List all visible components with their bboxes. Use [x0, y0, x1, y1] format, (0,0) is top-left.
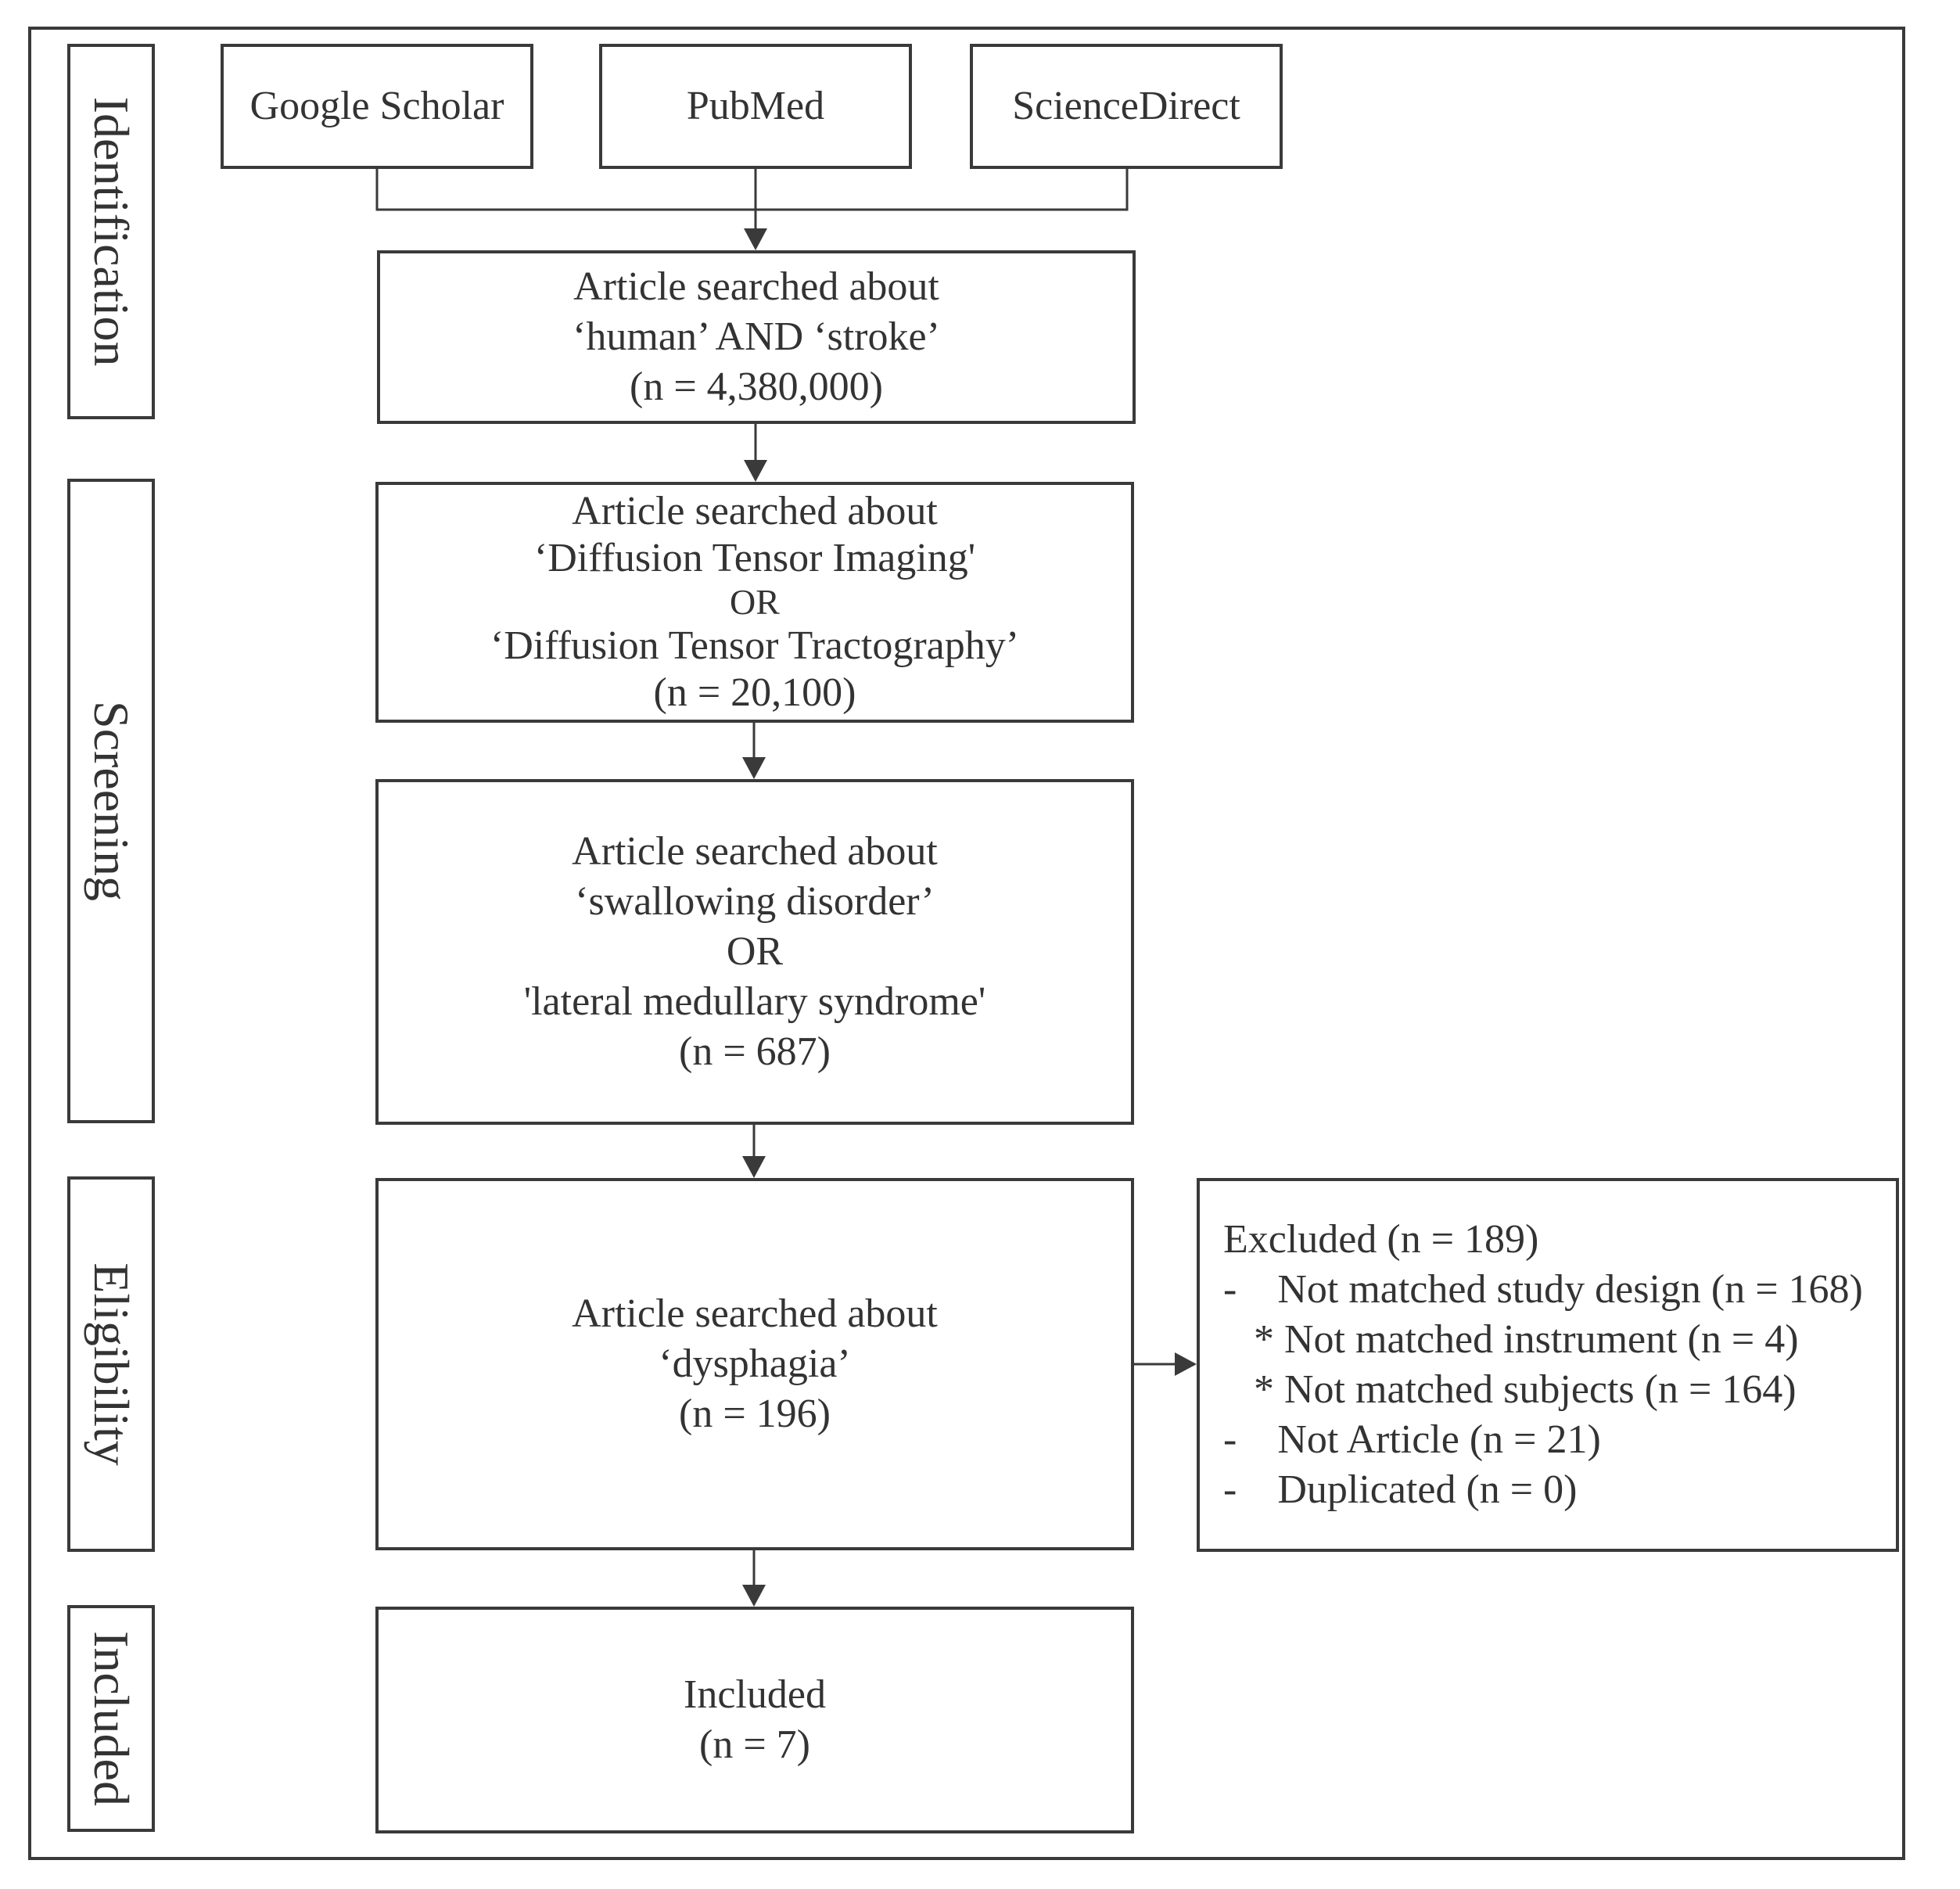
arrow-to-step3 [742, 723, 766, 779]
stage-eligibility: Eligibility [67, 1176, 155, 1552]
excluded-item: - Not matched study design (n = 168) [1223, 1267, 1863, 1312]
source-google-scholar: Google Scholar [221, 44, 533, 169]
included-count: (n = 7) [699, 1722, 810, 1767]
step2-line3: OR [730, 582, 780, 622]
stage-identification: Identification [67, 44, 155, 419]
excluded-item: - Duplicated (n = 0) [1223, 1467, 1578, 1512]
step-dysphagia: Article searched about ‘dysphagia’ (n = … [375, 1178, 1134, 1550]
step4-count: (n = 196) [679, 1392, 831, 1436]
stage-included: Included [67, 1605, 155, 1832]
excluded-item: * Not matched instrument (n = 4) [1223, 1317, 1799, 1362]
arrow-to-step2 [744, 424, 767, 482]
included-box: Included (n = 7) [375, 1607, 1134, 1833]
source-merge-line [375, 169, 1129, 211]
excluded-item: * Not matched subjects (n = 164) [1223, 1367, 1797, 1412]
arrow-to-included [742, 1550, 766, 1607]
stage-screening: Screening [67, 479, 155, 1123]
step-human-stroke: Article searched about ‘human’ AND ‘stro… [377, 250, 1136, 424]
source-pubmed-label: PubMed [686, 84, 825, 128]
arrow-to-step1 [744, 210, 767, 250]
step4-line1: Article searched about [572, 1291, 938, 1336]
step3-line3: OR [726, 929, 784, 974]
step4-line2: ‘dysphagia’ [659, 1341, 851, 1386]
source-pubmed: PubMed [599, 44, 912, 169]
excluded-box: Excluded (n = 189) - Not matched study d… [1197, 1178, 1899, 1552]
arrow-to-step4 [742, 1125, 766, 1178]
excluded-title: Excluded (n = 189) [1223, 1217, 1539, 1262]
step-swallowing: Article searched about ‘swallowing disor… [375, 779, 1134, 1125]
step3-line1: Article searched about [572, 829, 938, 874]
step1-line2: ‘human’ AND ‘stroke’ [573, 314, 940, 359]
step2-line2: ‘Diffusion Tensor Imaging' [533, 536, 976, 580]
step3-line2: ‘swallowing disorder’ [575, 879, 935, 924]
step2-line1: Article searched about [572, 489, 938, 533]
step1-count: (n = 4,380,000) [630, 365, 883, 409]
diagram-frame [28, 27, 1905, 1860]
step2-count: (n = 20,100) [653, 670, 856, 715]
step-diffusion-tensor: Article searched about ‘Diffusion Tensor… [375, 482, 1134, 723]
included-label: Included [684, 1672, 826, 1717]
arrow-to-excluded [1134, 1352, 1197, 1376]
step1-line1: Article searched about [573, 264, 939, 309]
excluded-item: - Not Article (n = 21) [1223, 1417, 1601, 1462]
step3-count: (n = 687) [679, 1029, 831, 1074]
source-sciencedirect-label: ScienceDirect [1012, 84, 1240, 128]
source-sciencedirect: ScienceDirect [970, 44, 1283, 169]
step2-line4: ‘Diffusion Tensor Tractography’ [490, 623, 1020, 668]
step3-line4: 'lateral medullary syndrome' [523, 979, 986, 1024]
source-google-scholar-label: Google Scholar [249, 84, 504, 128]
